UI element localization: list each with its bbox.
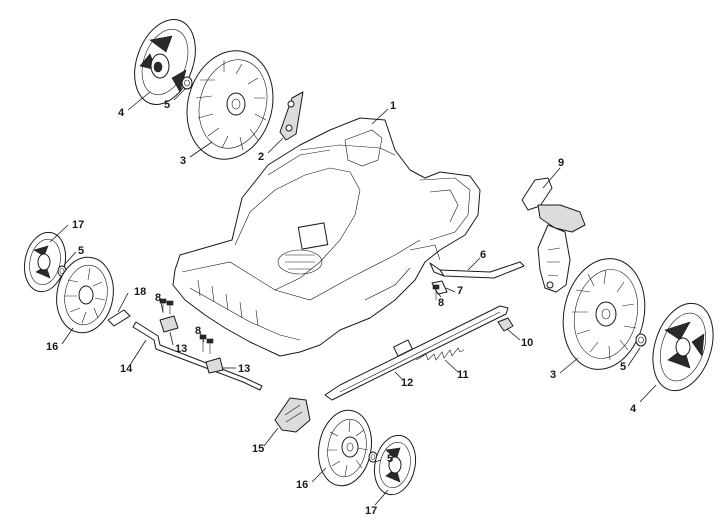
callout-labels: 1 2 3 3 4 4 5 5 5 5 6 7 8 8 8 9 10 11 12… <box>46 99 637 517</box>
callout-3-top: 3 <box>180 155 186 167</box>
callout-11: 11 <box>457 369 469 381</box>
wheel-front-left-top <box>56 256 114 334</box>
callout-5-right: 5 <box>620 361 626 373</box>
hubcap-front-left-bottom <box>373 434 417 496</box>
wheel-rear-left <box>186 50 274 160</box>
callout-10: 10 <box>521 337 533 349</box>
wheel-front-left-bottom <box>318 409 372 487</box>
clamp-upper <box>159 315 179 333</box>
callout-8-right: 8 <box>438 297 444 309</box>
height-adjust-lever <box>521 177 586 293</box>
callout-1: 1 <box>390 100 396 112</box>
callout-8-left-upper: 8 <box>155 292 161 304</box>
callout-9: 9 <box>558 157 564 169</box>
callout-5-top: 5 <box>164 99 170 111</box>
height-adjust-bar <box>324 305 509 401</box>
callout-14: 14 <box>120 363 133 375</box>
rear-axle <box>429 261 525 279</box>
callout-17-left: 17 <box>72 219 84 231</box>
hubcap-front-left-top <box>23 231 67 293</box>
front-axle <box>132 321 263 391</box>
clamp-lower <box>205 357 224 374</box>
hubcap-rear-left <box>134 19 196 105</box>
washer-rear-right <box>635 333 647 347</box>
screw-rear <box>432 284 440 300</box>
callout-4-top: 4 <box>118 107 125 119</box>
nut <box>497 317 514 332</box>
callout-15: 15 <box>252 443 264 455</box>
callout-5-bottom: 5 <box>387 453 393 465</box>
callout-5-left: 5 <box>78 245 84 257</box>
hubcap-rear-right <box>652 302 714 392</box>
clip-front <box>107 309 131 327</box>
callout-16-bottom: 16 <box>296 479 308 491</box>
callout-4-right: 4 <box>630 403 637 415</box>
callout-2: 2 <box>258 151 264 163</box>
callout-13-upper: 13 <box>175 343 187 355</box>
front-axle-bracket <box>274 397 311 433</box>
spring <box>415 347 465 361</box>
callout-7: 7 <box>457 285 463 297</box>
callout-17-bottom: 17 <box>365 505 377 517</box>
callout-8-left-lower: 8 <box>195 325 201 337</box>
callout-18: 18 <box>134 286 146 298</box>
washer-rear-left <box>181 76 193 90</box>
leader-lines <box>49 87 657 506</box>
wheel-rear-right <box>562 258 646 370</box>
bracket-height-adjust <box>279 91 304 141</box>
callout-13-lower: 13 <box>238 363 250 375</box>
callout-6: 6 <box>480 249 486 261</box>
mower-deck <box>172 117 481 357</box>
callout-16-left: 16 <box>46 341 58 353</box>
callout-12: 12 <box>401 377 413 389</box>
callout-3-right: 3 <box>550 369 556 381</box>
